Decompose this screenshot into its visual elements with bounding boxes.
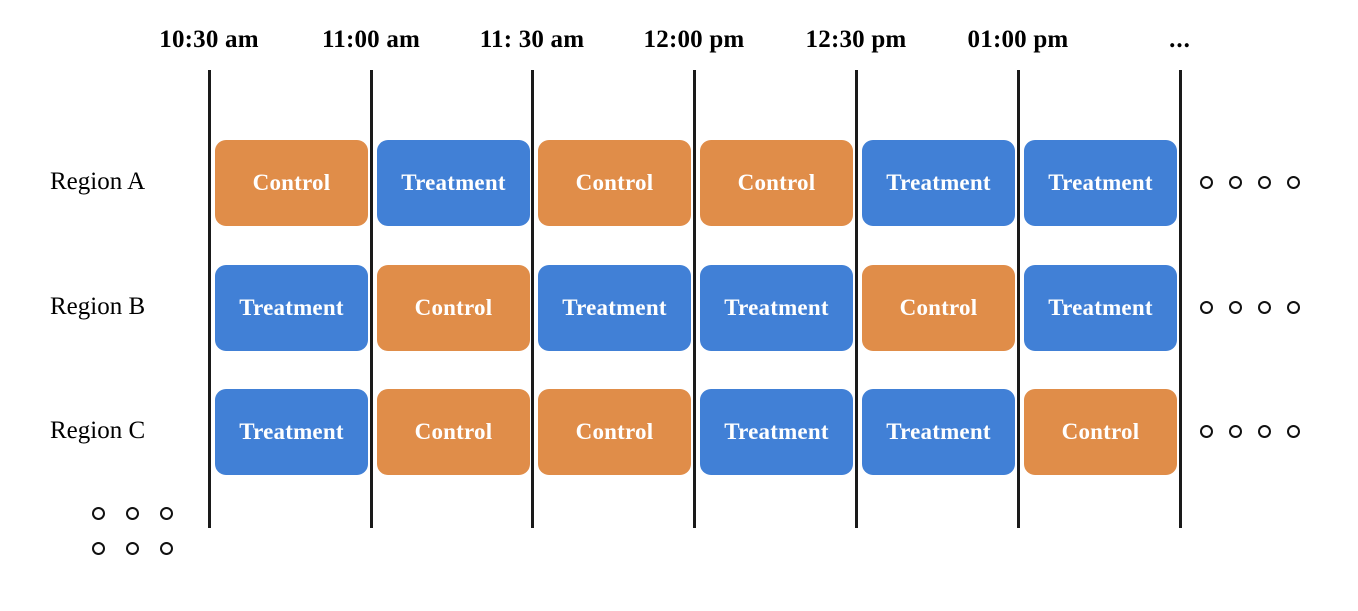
continuation-dots-row-2 [1200,425,1300,438]
circle-icon [160,507,173,520]
gridline-1 [370,70,373,528]
cell-control-r2c2[interactable]: Control [538,389,691,475]
circle-icon [1258,176,1271,189]
continuation-dots-corner-1 [92,542,194,555]
cell-control-r1c1[interactable]: Control [377,265,530,351]
gridline-0 [208,70,211,528]
cell-control-r2c5[interactable]: Control [1024,389,1177,475]
time-label-0: 10:30 am [159,26,259,53]
gridline-5 [1017,70,1020,528]
circle-icon [1229,176,1242,189]
cell-treatment-r1c2[interactable]: Treatment [538,265,691,351]
cell-control-r2c1[interactable]: Control [377,389,530,475]
circle-icon [1200,425,1213,438]
continuation-dots-row-1 [1200,301,1300,314]
cell-control-r1c4[interactable]: Control [862,265,1015,351]
circle-icon [1200,301,1213,314]
region-label-1: Region B [50,293,146,320]
gridline-6 [1179,70,1182,528]
time-label-5: 01:00 pm [967,26,1069,53]
region-label-2: Region C [50,417,146,444]
cell-treatment-r2c4[interactable]: Treatment [862,389,1015,475]
cell-treatment-r0c5[interactable]: Treatment [1024,140,1177,226]
cell-treatment-r0c4[interactable]: Treatment [862,140,1015,226]
region-label-0: Region A [50,168,146,195]
circle-icon [126,507,139,520]
circle-icon [1287,425,1300,438]
time-label-2: 11: 30 am [479,26,585,53]
circle-icon [1258,425,1271,438]
circle-icon [1229,301,1242,314]
cell-treatment-r1c5[interactable]: Treatment [1024,265,1177,351]
circle-icon [1258,301,1271,314]
circle-icon [1200,176,1213,189]
circle-icon [1287,176,1300,189]
cell-treatment-r2c3[interactable]: Treatment [700,389,853,475]
time-label-ellipsis: ... [1169,26,1191,53]
time-label-4: 12:30 pm [805,26,907,53]
circle-icon [1229,425,1242,438]
continuation-dots-row-0 [1200,176,1300,189]
gridline-2 [531,70,534,528]
time-label-3: 12:00 pm [643,26,745,53]
circle-icon [92,542,105,555]
circle-icon [126,542,139,555]
cell-control-r0c0[interactable]: Control [215,140,368,226]
gridline-3 [693,70,696,528]
circle-icon [160,542,173,555]
cell-control-r0c3[interactable]: Control [700,140,853,226]
time-label-1: 11:00 am [321,26,421,53]
cell-treatment-r0c1[interactable]: Treatment [377,140,530,226]
circle-icon [92,507,105,520]
gridline-4 [855,70,858,528]
cell-treatment-r1c3[interactable]: Treatment [700,265,853,351]
cell-treatment-r2c0[interactable]: Treatment [215,389,368,475]
cell-treatment-r1c0[interactable]: Treatment [215,265,368,351]
cell-control-r0c2[interactable]: Control [538,140,691,226]
circle-icon [1287,301,1300,314]
continuation-dots-corner-0 [92,507,194,520]
